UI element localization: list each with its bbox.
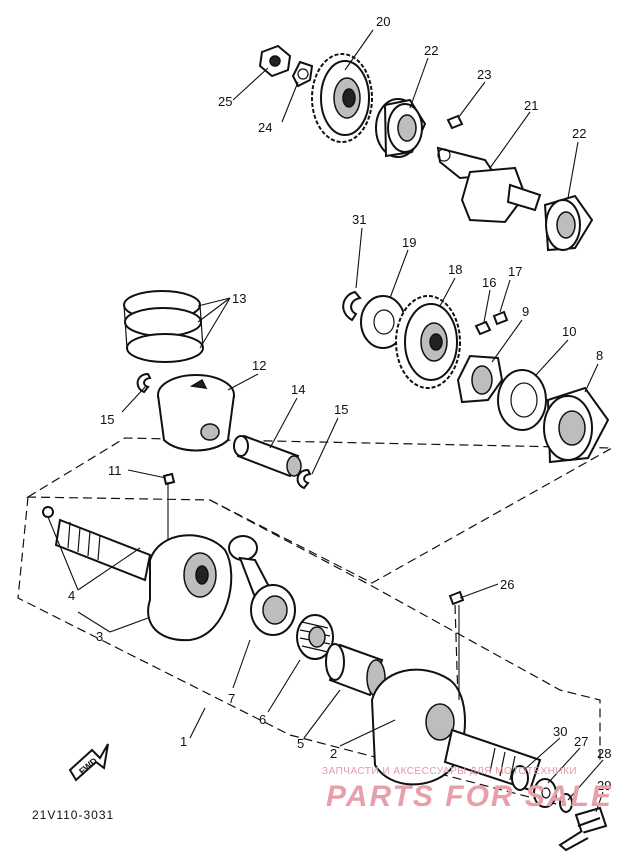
- callout-24: 24: [258, 120, 272, 135]
- lock-washer-part: [291, 60, 314, 88]
- piston-rings-part: [123, 290, 204, 363]
- callout-2: 2: [330, 746, 337, 761]
- callout-8: 8: [596, 348, 603, 363]
- callout-6: 6: [259, 712, 266, 727]
- piston-pin-clip-part: [296, 468, 312, 490]
- callout-29: 29: [597, 778, 611, 793]
- callout-labels: 20 22 23 21 22 25 24 31 19 18 16 17 9 10…: [68, 14, 611, 793]
- crank-pin-part: [325, 643, 386, 697]
- crank-assembly-outline: [17, 437, 615, 806]
- callout-26: 26: [500, 577, 514, 592]
- callout-23: 23: [477, 67, 491, 82]
- callout-18: 18: [448, 262, 462, 277]
- callout-3: 3: [96, 629, 103, 644]
- ring-nut-part: [456, 354, 504, 404]
- plain-washer-part: [533, 778, 557, 808]
- callout-12: 12: [252, 358, 266, 373]
- bearing-part: [375, 98, 427, 158]
- balancer-shaft-part: [436, 146, 542, 224]
- callout-14: 14: [291, 382, 305, 397]
- needle-bearing-part: [296, 614, 334, 660]
- drawing-code: 21V110-3031: [32, 808, 114, 822]
- piston-part: [157, 374, 235, 452]
- callout-17: 17: [508, 264, 522, 279]
- callout-4: 4: [68, 588, 75, 603]
- connecting-rod-part: [228, 535, 296, 636]
- callout-19: 19: [402, 235, 416, 250]
- callout-1: 1: [180, 734, 187, 749]
- callout-5: 5: [297, 736, 304, 751]
- spring-pin-part: [474, 310, 509, 336]
- balancer-gear-part: [311, 53, 373, 143]
- callout-28: 28: [597, 746, 611, 761]
- callout-30: 30: [553, 724, 567, 739]
- fwd-arrow-icon: FWD: [68, 743, 109, 782]
- woodruff-key-part: [448, 590, 465, 606]
- callout-15: 15: [100, 412, 114, 427]
- washer-part: [497, 369, 547, 431]
- bearing-part: [543, 194, 594, 252]
- callout-22b: 22: [572, 126, 586, 141]
- callout-16: 16: [482, 275, 496, 290]
- driven-gear-part: [395, 295, 461, 389]
- watermark-line1: ЗАПЧАСТИ И АКСЕССУАРЫ ДЛЯ МОТОТЕХНИКИ: [322, 766, 577, 777]
- callout-21: 21: [524, 98, 538, 113]
- bolt-part: [558, 806, 608, 852]
- crank-bearing-part: [543, 386, 610, 464]
- watermark: ЗАПЧАСТИ И АКСЕССУАРЫ ДЛЯ МОТОТЕХНИКИ PA…: [322, 766, 613, 813]
- watermark-line2: PARTS FOR SALE: [326, 780, 613, 813]
- callout-22: 22: [424, 43, 438, 58]
- callout-13: 13: [232, 291, 246, 306]
- woodruff-key-part: [446, 114, 464, 130]
- circlip-part: [342, 290, 362, 322]
- callout-9: 9: [522, 304, 529, 319]
- oil-seal-part: [511, 765, 529, 791]
- crank-key-part: [162, 472, 176, 486]
- crank-left-half-part: [42, 506, 233, 642]
- leader-lines: [47, 29, 604, 813]
- piston-pin-clip-part: [136, 372, 152, 394]
- callout-25: 25: [218, 94, 232, 109]
- callout-7: 7: [228, 691, 235, 706]
- piston-pin-part: [233, 434, 302, 478]
- callout-10: 10: [562, 324, 576, 339]
- callout-11: 11: [108, 463, 122, 478]
- callout-31: 31: [352, 212, 366, 227]
- callout-15b: 15: [334, 402, 348, 417]
- callout-27: 27: [574, 734, 588, 749]
- callout-20: 20: [376, 14, 390, 29]
